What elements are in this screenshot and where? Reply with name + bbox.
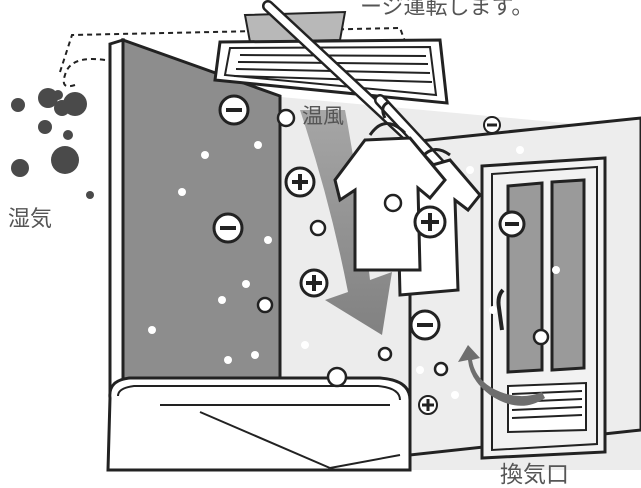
warm-air-label: 温風	[302, 104, 344, 128]
minus-ion-icon	[409, 309, 441, 341]
minus-ion-icon	[212, 212, 244, 244]
moisture-dots	[11, 88, 94, 199]
vent-label: 換気口	[500, 462, 569, 488]
vent-louver	[507, 381, 587, 434]
white-particles	[148, 141, 560, 399]
bathtub	[106, 376, 412, 472]
door	[480, 156, 607, 460]
minus-ion-icon	[498, 210, 526, 238]
minus-ion-icon	[483, 116, 501, 134]
neutral-particles	[256, 108, 550, 388]
top-caption: ージ運転します。	[360, 0, 533, 20]
moisture-label: 湿気	[8, 207, 52, 232]
clothes-pole	[262, 0, 451, 176]
plus-ion-icon	[413, 205, 447, 239]
warm-air-arrow	[300, 110, 392, 335]
plus-ion-icon	[284, 166, 316, 198]
minus-ion-icon	[218, 94, 250, 126]
plus-ion-icon	[418, 395, 438, 415]
plus-ion-icon	[299, 268, 329, 298]
vent-arrow	[458, 345, 545, 406]
